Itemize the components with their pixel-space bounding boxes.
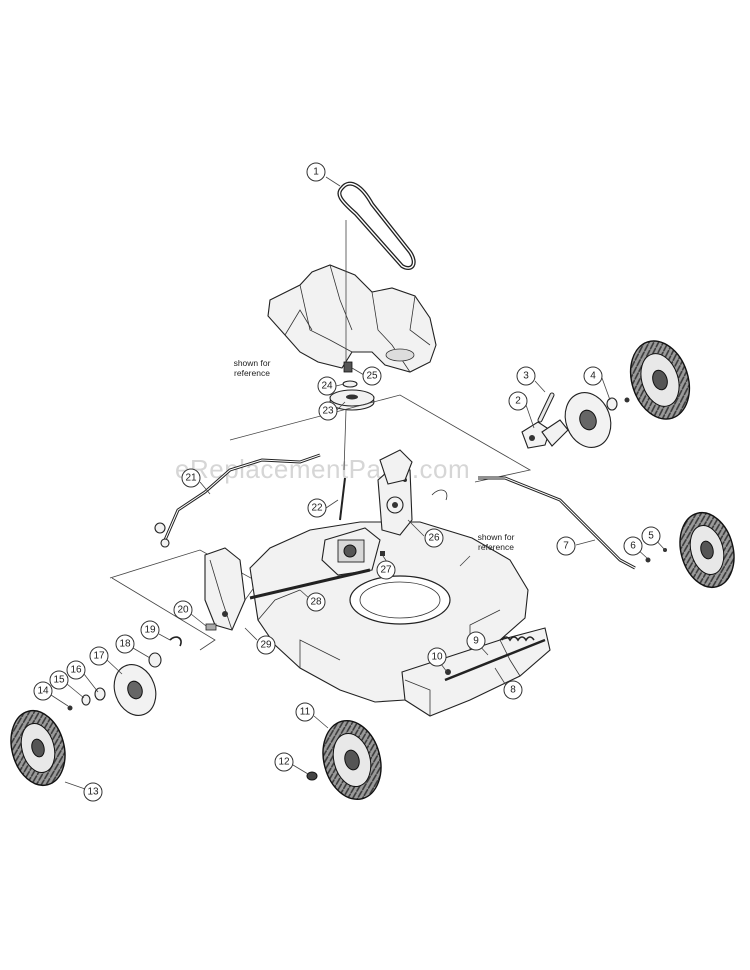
reference-note-deck-line1: shown for: [478, 532, 515, 542]
callout-10: 10: [427, 647, 447, 667]
reference-note-deck-line2: reference: [478, 542, 514, 552]
bolt-27: [380, 551, 385, 556]
callout-11-label: 11: [300, 707, 311, 718]
callout-8: 8: [503, 680, 523, 700]
rear-axle: [478, 476, 636, 570]
callout-27: 27: [376, 560, 396, 580]
callout-22-label: 22: [311, 503, 323, 514]
callout-15-label: 15: [53, 675, 65, 686]
nut-12: [306, 771, 318, 781]
wheel-left: [10, 709, 66, 787]
front-axle-rod: [154, 453, 321, 548]
callout-26: 26: [424, 528, 444, 548]
callout-24: 24: [317, 376, 337, 396]
callout-29-label: 29: [260, 640, 272, 651]
bushing-4: [606, 397, 630, 411]
callout-7: 7: [556, 536, 576, 556]
callout-2: 2: [508, 391, 528, 411]
drive-gear-left: [113, 664, 157, 716]
nut-14: [67, 705, 73, 711]
callout-28-label: 28: [310, 597, 322, 608]
callout-3-label: 3: [523, 371, 529, 382]
reference-note-shroud-line1: shown for: [234, 358, 271, 368]
washer: [342, 380, 358, 388]
callout-21-label: 21: [185, 473, 197, 484]
callout-6: 6: [623, 536, 643, 556]
callout-18-label: 18: [119, 639, 131, 650]
callout-13-label: 13: [87, 787, 99, 798]
gearbox: [379, 449, 413, 485]
callout-24-label: 24: [321, 381, 333, 392]
pinion-18: [148, 652, 162, 668]
callout-15: 15: [49, 670, 69, 690]
callout-6-label: 6: [630, 541, 636, 552]
callout-1-label: 1: [313, 167, 319, 178]
callout-16: 16: [66, 660, 86, 680]
callout-5: 5: [641, 526, 661, 546]
callout-12-label: 12: [278, 757, 290, 768]
clip-19: [169, 636, 182, 647]
callout-8-label: 8: [510, 685, 516, 696]
callout-17-label: 17: [93, 651, 105, 662]
callout-19: 19: [140, 620, 160, 640]
callout-9: 9: [466, 631, 486, 651]
callout-4-label: 4: [590, 371, 596, 382]
drive-control-rod: [339, 477, 346, 521]
callout-23-label: 23: [322, 406, 334, 417]
wheel-front-right: [679, 511, 735, 589]
watermark: eReplacementParts.com: [175, 454, 470, 484]
torsion-spring: [501, 636, 535, 642]
wheel-rear-right: [629, 340, 691, 420]
pawl-20: [205, 623, 217, 631]
drive-belt: [337, 181, 416, 271]
nut-10: [445, 669, 451, 675]
nut-6: [645, 557, 651, 563]
drive-lever: [537, 392, 555, 423]
belt-shroud: [267, 264, 437, 373]
callout-18: 18: [115, 634, 135, 654]
bolt: [343, 361, 353, 373]
callout-4: 4: [583, 366, 603, 386]
callout-26-label: 26: [428, 533, 440, 544]
callout-21: 21: [181, 468, 201, 488]
callout-25: 25: [362, 366, 382, 386]
callout-29: 29: [256, 635, 276, 655]
callout-19-label: 19: [144, 625, 156, 636]
engine-bracket: [321, 527, 381, 576]
callout-1: 1: [306, 162, 326, 182]
callout-27-label: 27: [380, 565, 392, 576]
callout-22: 22: [307, 498, 327, 518]
rear-bracket: [401, 627, 551, 717]
reference-note-shroud-line2: reference: [234, 368, 270, 378]
callout-2-label: 2: [515, 396, 521, 407]
callout-12: 12: [274, 752, 294, 772]
callout-7-label: 7: [563, 541, 569, 552]
callout-14-label: 14: [37, 686, 49, 697]
callout-20-label: 20: [177, 605, 189, 616]
drive-gear-right: [564, 392, 612, 448]
callout-11: 11: [295, 702, 315, 722]
callout-3: 3: [516, 366, 536, 386]
washer-15: [81, 694, 91, 706]
wheel-bottom-center: [322, 719, 382, 801]
callout-20: 20: [173, 600, 193, 620]
callout-23: 23: [318, 401, 338, 421]
callout-28: 28: [306, 592, 326, 612]
clip: [431, 489, 448, 501]
callout-25-label: 25: [366, 371, 378, 382]
callout-5-label: 5: [648, 531, 654, 542]
callout-13: 13: [83, 782, 103, 802]
callout-17: 17: [89, 646, 109, 666]
callout-9-label: 9: [473, 636, 479, 647]
side-bracket-left: [204, 547, 246, 631]
callout-10-label: 10: [431, 652, 443, 663]
callout-14: 14: [33, 681, 53, 701]
callout-16-label: 16: [70, 665, 82, 676]
